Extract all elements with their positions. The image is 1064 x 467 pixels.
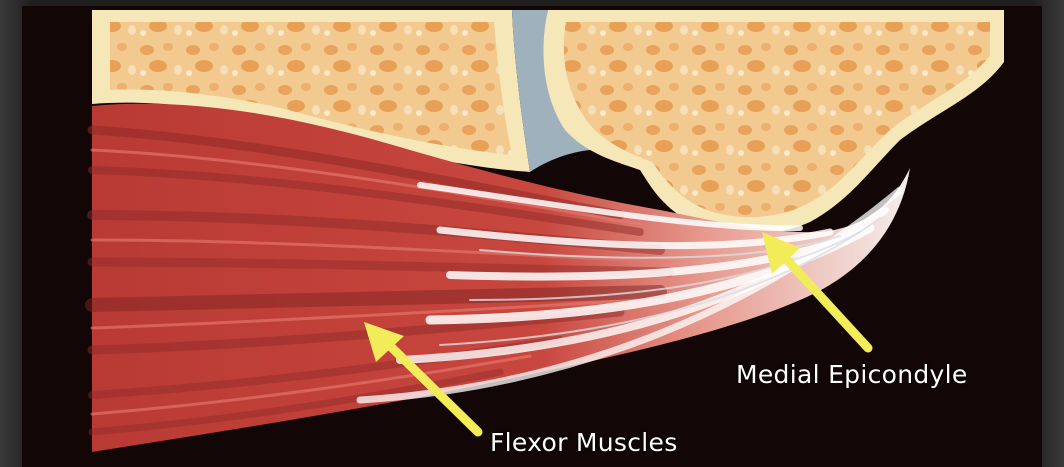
medial-epicondyle-label: Medial Epicondyle: [736, 360, 968, 389]
flexor-muscles-label: Flexor Muscles: [490, 428, 678, 457]
